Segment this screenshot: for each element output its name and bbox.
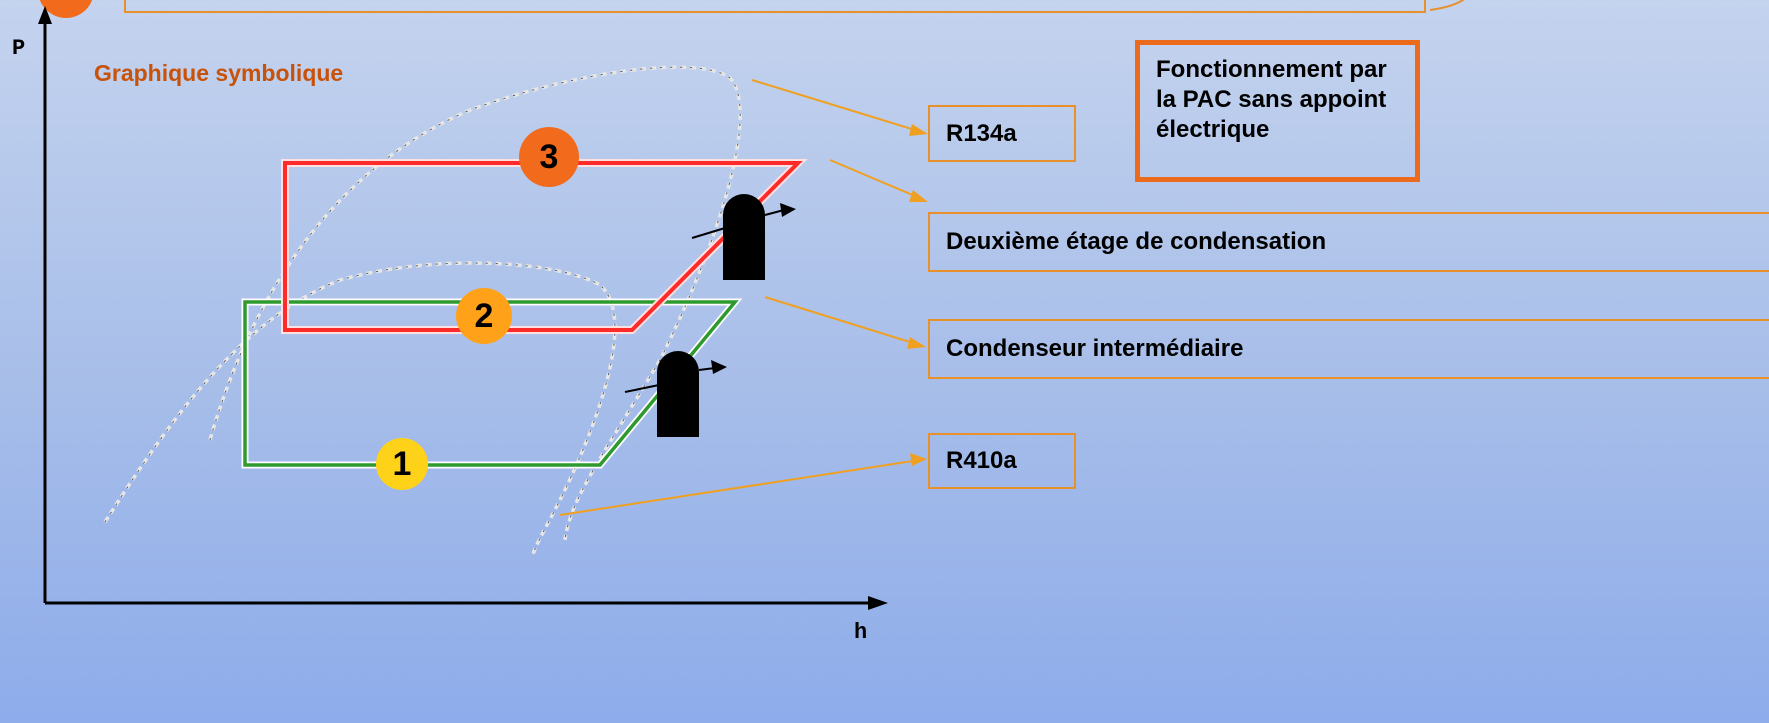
- leader-r134a: [751, 79, 928, 136]
- label-second-stage: Deuxième étage de condensation: [928, 212, 1769, 272]
- diagram-title: Graphique symbolique: [94, 60, 344, 86]
- label-second-stage-text: Deuxième étage de condensation: [946, 228, 1327, 255]
- top-banner-frame: [124, 0, 1426, 13]
- x-axis-arrow: [868, 596, 888, 610]
- label-r134a-text: R134a: [946, 119, 1017, 147]
- high-stage-cycle-line: [283, 161, 803, 332]
- y-axis-arrow: [38, 6, 52, 24]
- label-intermediate-text: Condenseur intermédiaire: [946, 335, 1244, 362]
- marker-1: 1: [376, 438, 428, 490]
- r410a-dome: [103, 261, 617, 559]
- marker-3: 3: [519, 127, 579, 187]
- compressor-low-icon: [624, 351, 727, 437]
- r134a-dome: [208, 65, 742, 541]
- marker-2: 2: [456, 288, 512, 344]
- label-r410a-text: R410a: [946, 447, 1017, 474]
- label-r134a: R134a: [928, 105, 1076, 162]
- label-intermediate: Condenseur intermédiaire: [928, 319, 1769, 379]
- operation-note: Fonctionnement par la PAC sans appoint é…: [1135, 40, 1420, 182]
- leader-second-stage: [829, 159, 928, 202]
- y-axis-label: P: [12, 36, 26, 61]
- top-banner-circle: [39, 0, 93, 18]
- label-r410a: R410a: [928, 433, 1076, 489]
- top-banner-curl: [1429, 0, 1465, 11]
- leader-r410a: [559, 453, 927, 516]
- compressor-high-icon: [691, 194, 796, 280]
- leader-intermediate: [764, 296, 926, 349]
- low-stage-cycle-line: [243, 300, 739, 467]
- x-axis-label: h: [854, 620, 868, 645]
